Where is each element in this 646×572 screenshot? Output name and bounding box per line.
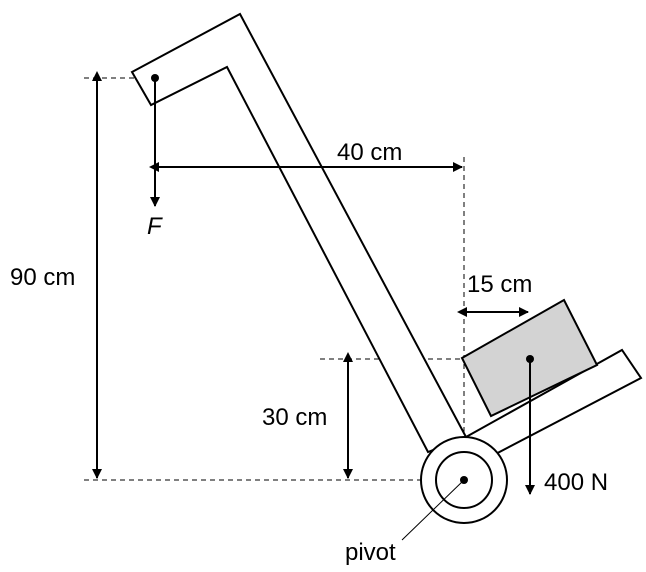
load-weight-arrow [525,355,535,495]
force-label: F [147,213,163,240]
handle-outline [130,12,468,454]
load-weight-label: 400 N [544,469,608,496]
load-height-label: 30 cm [262,404,327,431]
pivot-leader-line [401,479,465,541]
pivot-label: pivot [345,539,396,566]
force-arrow [150,74,160,207]
height-total-label: 90 cm [10,264,75,291]
dimension-arrows [92,71,529,479]
trolley-handle [130,12,468,454]
load-offset-label: 15 cm [467,271,532,298]
horizontal-distance-label: 40 cm [337,139,402,166]
